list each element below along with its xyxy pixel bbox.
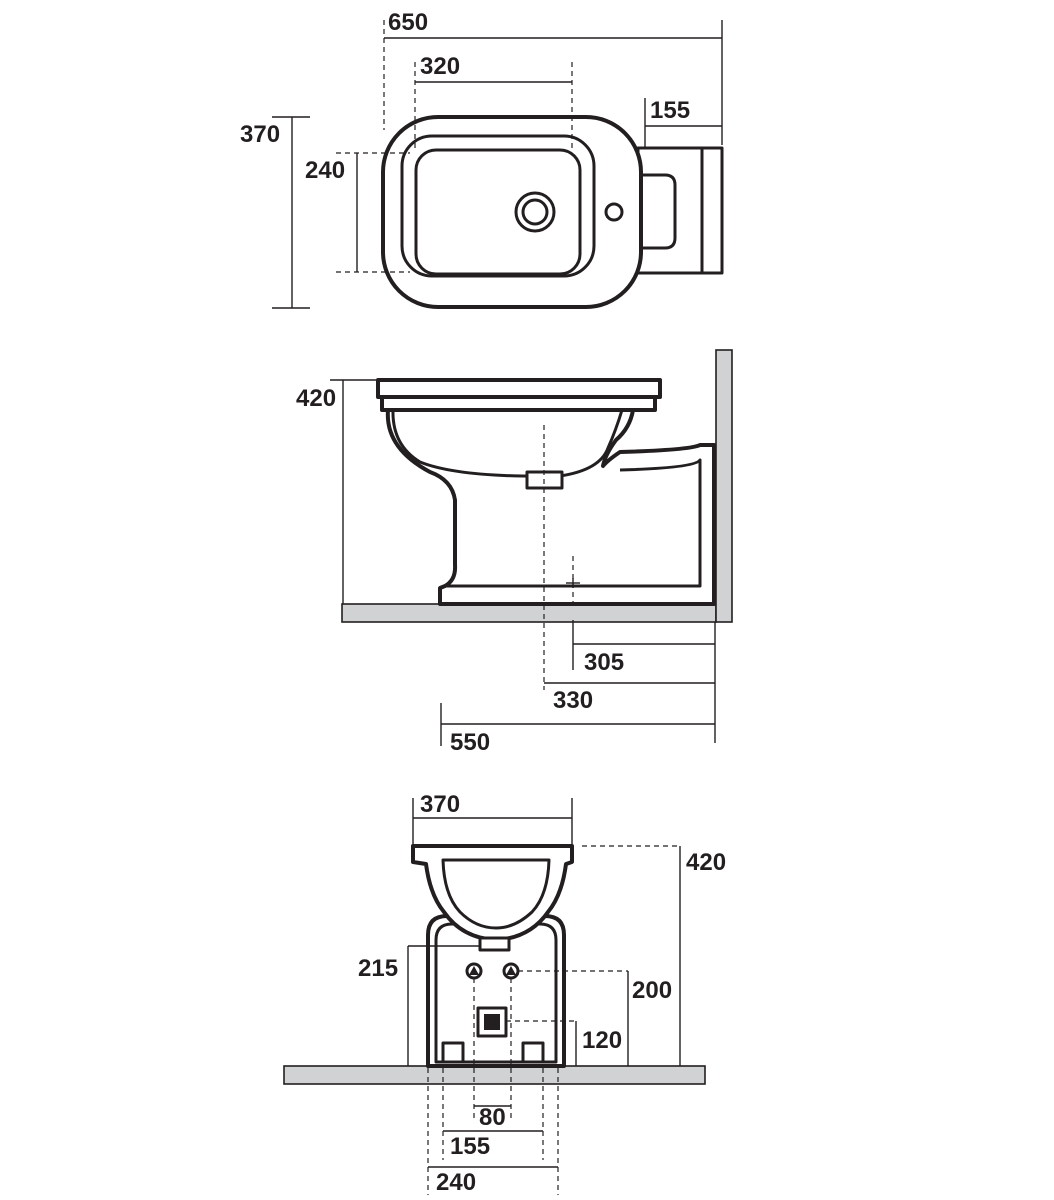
front-outlet-core [484, 1014, 500, 1030]
side-rim-lower [380, 395, 657, 412]
front-floor [283, 1065, 706, 1085]
top-bracket-recess [638, 173, 677, 250]
dim-front-240: 240 [436, 1169, 476, 1196]
dim-front-120: 120 [582, 1027, 622, 1054]
dim-side-330: 330 [553, 687, 593, 714]
dim-front-215: 215 [358, 955, 398, 982]
dim-front-80: 80 [479, 1104, 506, 1131]
side-rim-top [376, 378, 662, 399]
dim-side-420: 420 [296, 385, 336, 412]
dim-front-155: 155 [450, 1133, 490, 1160]
dim-side-550: 550 [450, 729, 490, 756]
dim-top-155: 155 [650, 97, 690, 124]
dim-top-320: 320 [420, 53, 460, 80]
top-wall-bracket [636, 146, 710, 275]
dim-front-200: 200 [632, 977, 672, 1004]
front-outlet-square [476, 1006, 508, 1038]
front-foot-left [441, 1041, 465, 1064]
top-bowl-rim [400, 134, 596, 278]
front-foot-right [521, 1041, 545, 1064]
top-tap-hole [604, 202, 624, 222]
side-floor [341, 603, 717, 623]
top-drain-inner [521, 198, 549, 226]
dim-top-650: 650 [388, 9, 428, 36]
top-bowl-outline [381, 115, 643, 309]
front-view: 370 420 215 200 120 80 155 240 [283, 791, 726, 1196]
fixing-arrow-right-icon [506, 966, 516, 975]
top-view: 650 320 155 370 240 [240, 9, 724, 309]
dim-top-240: 240 [305, 157, 345, 184]
dim-front-370: 370 [420, 791, 460, 818]
dim-front-420: 420 [686, 849, 726, 876]
side-view: 420 305 330 550 [296, 349, 733, 756]
dim-side-305: 305 [584, 649, 624, 676]
front-drain-outlet [478, 936, 511, 952]
top-wall-plate [700, 146, 724, 275]
top-bowl-basin [414, 148, 582, 276]
side-bowl-body [385, 408, 716, 606]
fixing-arrow-left-icon [469, 966, 479, 975]
dim-top-370: 370 [240, 121, 280, 148]
side-base-inner [445, 458, 702, 588]
side-wall [715, 349, 733, 623]
front-bowl-inner [441, 858, 551, 930]
